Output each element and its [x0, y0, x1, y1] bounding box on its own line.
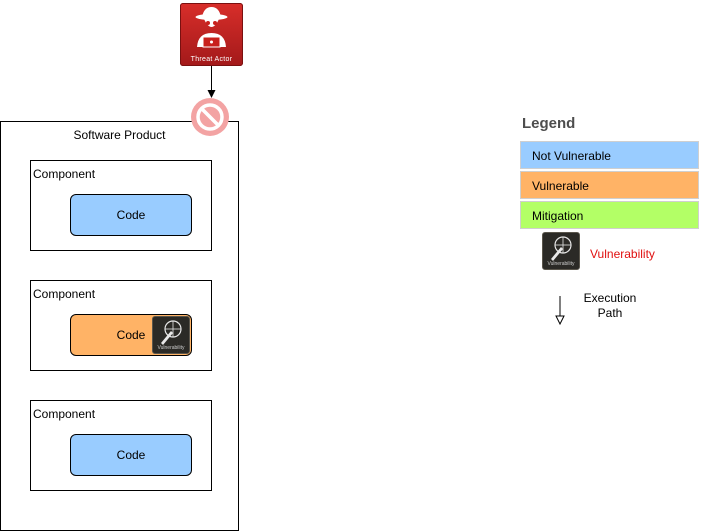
component-title: Component: [33, 287, 96, 301]
vulnerability-icon: Vulnerability: [152, 316, 190, 354]
legend-vulnerable: Vulnerable: [520, 171, 699, 199]
legend-not-vulnerable: Not Vulnerable: [520, 141, 699, 169]
software-product-title: Software Product: [73, 128, 166, 142]
code-block: Code: [70, 434, 192, 476]
legend-vulnerability-icon: Vulnerability: [542, 232, 580, 270]
code-label: Code: [116, 328, 146, 342]
threat-actor-icon: Threat Actor: [180, 3, 243, 66]
legend-mitigation: Mitigation: [520, 201, 699, 229]
legend-title: Legend: [522, 115, 576, 132]
code-block: Code: [70, 194, 192, 236]
component-title: Component: [33, 407, 96, 421]
mitigation-block-icon: [191, 98, 229, 136]
hacker-icon: [195, 7, 228, 48]
threat-actor-label: Threat Actor: [190, 56, 233, 63]
vulnerability-icon-text: Vulnerability: [157, 345, 185, 351]
component-title: Component: [33, 167, 96, 181]
legend-vulnerability-icon-text: Vulnerability: [547, 261, 575, 267]
legend-vulnerability-label: Vulnerability: [590, 247, 655, 261]
legend-execution-path-label: Execution Path: [583, 291, 637, 320]
